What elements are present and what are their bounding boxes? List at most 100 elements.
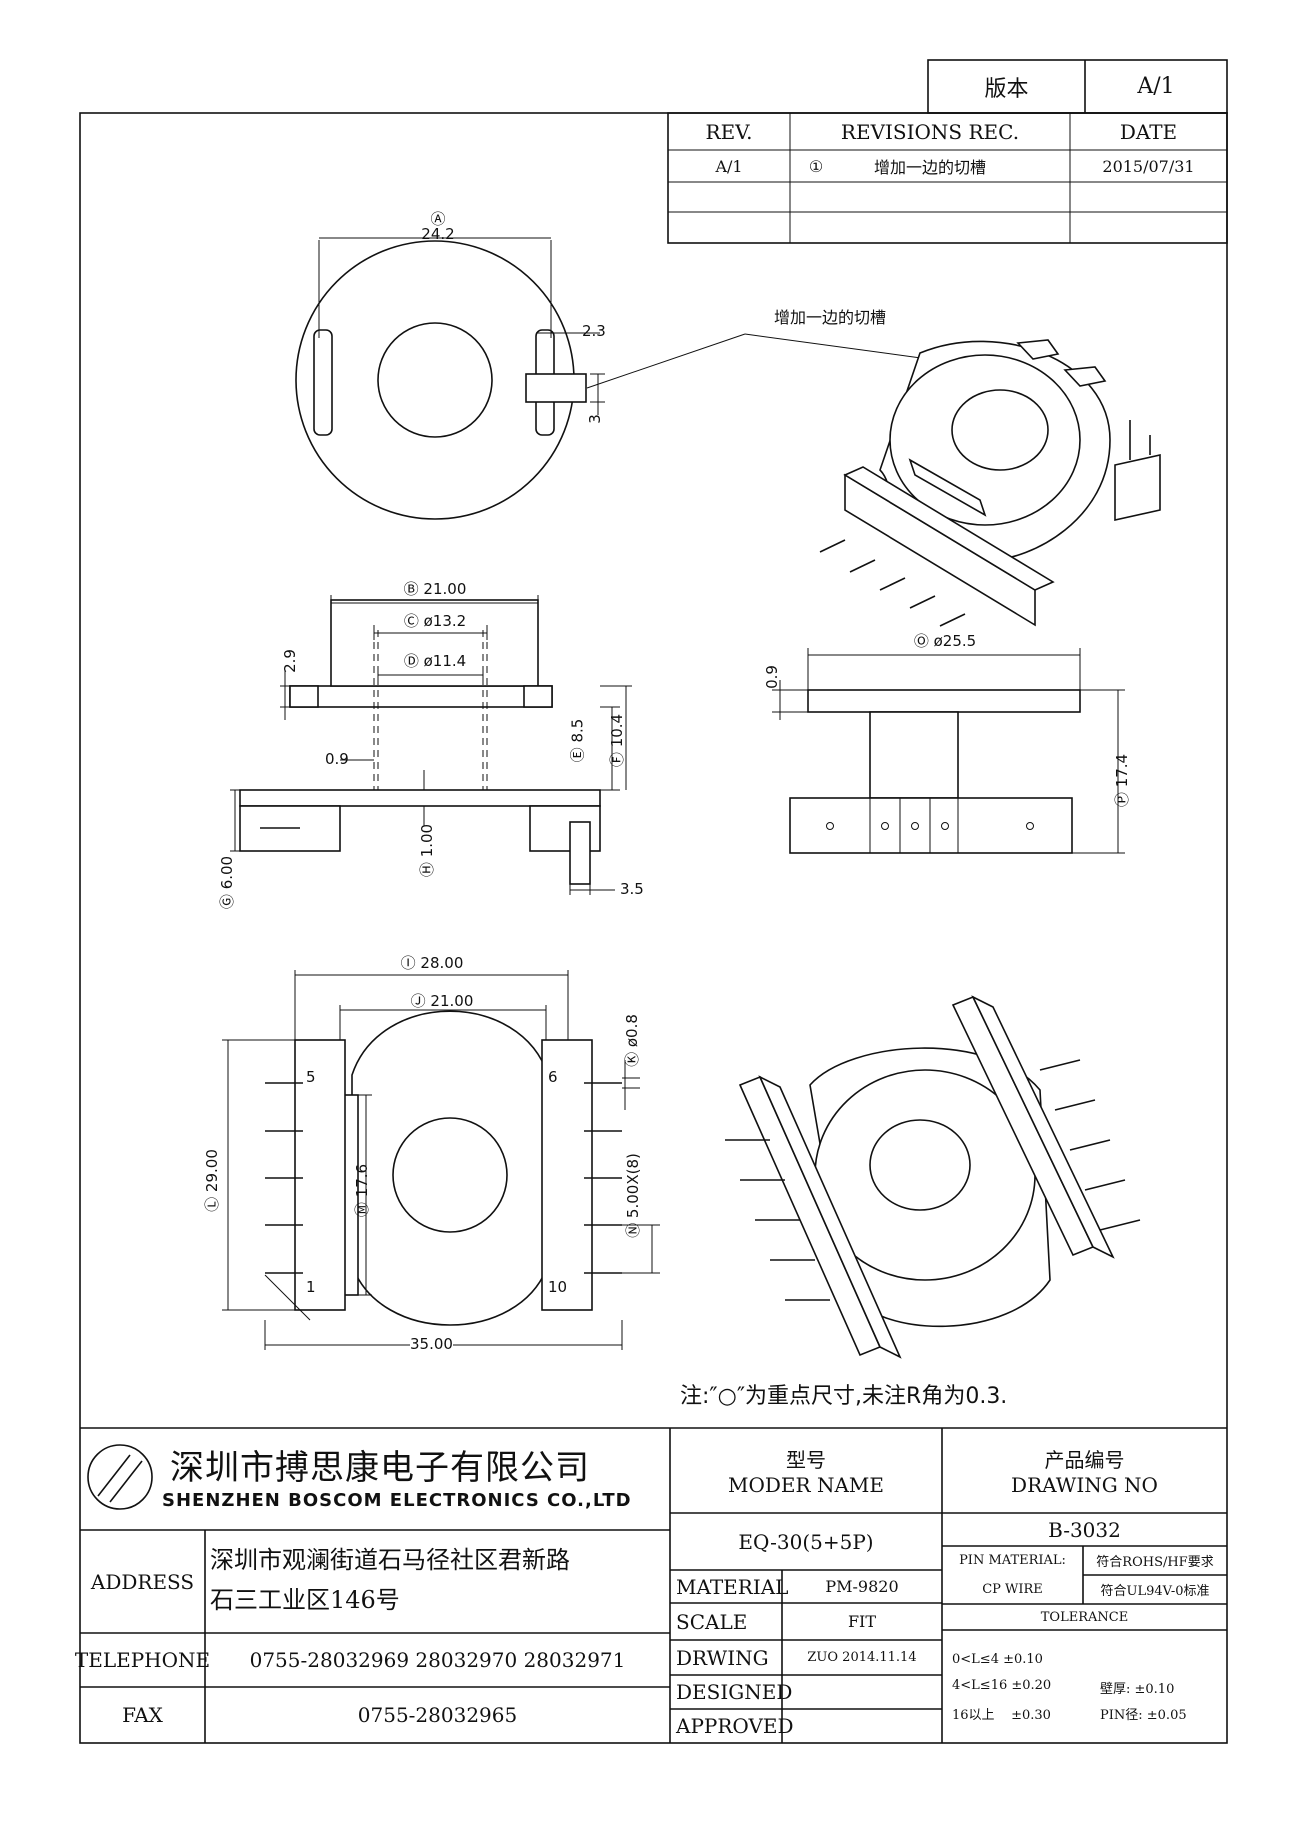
dim-c-mark: Ⓒ (403, 612, 419, 630)
dim-e-value: 8.5 (568, 718, 587, 743)
cp-wire-label: CP WIRE (982, 1582, 1043, 1597)
pin-10-label: 10 (548, 1278, 568, 1296)
dim-d: Ⓓ ø11.4 (385, 650, 485, 671)
drawing-label-en: DRAWING NO (1011, 1473, 1158, 1497)
top-view (295, 237, 605, 520)
dim-f-mark: Ⓕ (608, 752, 627, 768)
cp-wire-value: 符合UL94V-0标准 (1100, 1584, 1210, 1599)
dim-3-5: 3.5 (620, 880, 644, 898)
dim-m-mark: Ⓜ (353, 1202, 372, 1218)
telephone-value: 0755-28032969 28032970 28032971 (249, 1648, 626, 1672)
dim-l-value: 29.00 (202, 1149, 221, 1193)
scale-value: FIT (847, 1612, 877, 1631)
dim-h-value: 1.00 (418, 823, 437, 858)
rev-cell: A/1 (715, 156, 743, 176)
fax-value: 0755-28032965 (357, 1703, 518, 1727)
dim-i: Ⓘ 28.00 (382, 952, 482, 973)
dim-j-value: 21.00 (430, 992, 474, 1010)
side-view (772, 648, 1125, 854)
dim-b-value: 21.00 (423, 580, 467, 598)
drawing-label-cn: 产品编号 (1044, 1448, 1125, 1472)
model-label: 型号 MODER NAME (670, 1428, 942, 1513)
dim-b-mark: Ⓑ (403, 580, 419, 598)
version-value: A/1 (1137, 74, 1175, 99)
address-value: 深圳市观澜街道石马径社区君新路 石三工业区146号 (210, 1540, 665, 1620)
drawing-number: B-3032 (1048, 1517, 1121, 1542)
pin-material-value: 符合ROHS/HF要求 (1096, 1555, 1214, 1570)
dim-i-value: 28.00 (420, 954, 464, 972)
dim-b: Ⓑ 21.00 (385, 578, 485, 599)
telephone-label: TELEPHONE (74, 1648, 211, 1672)
dim-j-mark: Ⓙ (410, 992, 426, 1010)
dim-35: 35.00 (410, 1335, 453, 1353)
dim-e-mark: Ⓔ (568, 747, 587, 763)
dim-e: Ⓔ 8.5 (566, 719, 587, 763)
rev-mark: ① (808, 156, 824, 176)
dim-n: Ⓝ 5.00X(8) (622, 1153, 643, 1238)
dim-g-mark: Ⓖ (218, 894, 237, 910)
dim-n-mark: Ⓝ (623, 1222, 642, 1238)
company-logo (87, 1444, 153, 1510)
dim-slot-width: 2.3 (582, 322, 606, 340)
dim-k-mark: Ⓚ (622, 1051, 641, 1067)
model-label-cn: 型号 (786, 1448, 826, 1472)
pin-1-label: 1 (306, 1278, 316, 1296)
pin-material-label: PIN MATERIAL: (959, 1553, 1066, 1568)
dim-0-9b: 0.9 (762, 665, 781, 689)
scale-label: SCALE (676, 1609, 748, 1634)
revisions-header: REVISIONS REC. (840, 119, 1020, 144)
company-name-en: SHENZHEN BOSCOM ELECTRONICS CO.,LTD (162, 1490, 632, 1511)
rev-date: 2015/07/31 (1102, 156, 1195, 176)
dim-d-value: ø11.4 (423, 652, 467, 670)
drawing-by-label: DRWING (676, 1645, 769, 1670)
callout-note: 增加一边的切槽 (773, 308, 886, 327)
version-label: 版本 (984, 76, 1029, 102)
dim-k-value: ø0.8 (622, 1014, 641, 1048)
dim-o-mark: Ⓞ (913, 632, 929, 650)
dim-m-value: 17.6 (353, 1163, 372, 1198)
dim-l: Ⓛ 29.00 (201, 1149, 222, 1212)
dim-0-9: 0.9 (325, 750, 349, 768)
dim-g: Ⓖ 6.00 (216, 856, 237, 909)
dim-p-mark: Ⓟ (1113, 792, 1132, 808)
dim-i-mark: Ⓘ (400, 954, 416, 972)
dim-j: Ⓙ 21.00 (392, 990, 492, 1011)
tolerance-label: TOLERANCE (1040, 1609, 1129, 1625)
dim-a-mark: Ⓐ (430, 210, 446, 228)
iso-view-lower (725, 995, 1141, 1359)
dim-d-mark: Ⓓ (403, 652, 419, 670)
model-value: EQ-30(5+5P) (738, 1529, 874, 1554)
dim-k: Ⓚ ø0.8 (621, 1014, 642, 1067)
dim-o-value: ø25.5 (933, 632, 977, 650)
pin-6-label: 6 (548, 1068, 558, 1086)
drawing-note: 注:″○″为重点尺寸,未注R角为0.3. (680, 1384, 1008, 1409)
dim-a: Ⓐ 24.2 (388, 208, 488, 244)
pin-5-label: 5 (306, 1068, 316, 1086)
drawing-by-value: ZUO 2014.11.14 (807, 1650, 917, 1665)
approved-label: APPROVED (676, 1714, 794, 1738)
model-label-en: MODER NAME (728, 1473, 884, 1497)
material-value: PM-9820 (825, 1577, 899, 1596)
tolerance-1: 0<L≤4 ±0.10 (952, 1652, 1043, 1667)
rev-header: REV. (705, 119, 753, 144)
drawing-frame (79, 112, 1228, 1744)
dim-o: Ⓞ ø25.5 (895, 630, 995, 651)
dim-p-value: 17.4 (1113, 753, 1132, 788)
address-line-1: 深圳市观澜街道石马径社区君新路 (210, 1546, 570, 1574)
dim-h-mark: Ⓗ (418, 862, 437, 878)
bottom-view (222, 970, 660, 1350)
address-line-2: 石三工业区146号 (210, 1586, 400, 1614)
dim-c: Ⓒ ø13.2 (385, 610, 485, 631)
dim-l-mark: Ⓛ (202, 1196, 221, 1212)
iso-view-upper (819, 339, 1161, 627)
dim-h: Ⓗ 1.00 (416, 824, 437, 877)
pin-dia-tolerance: PIN径: ±0.05 (1100, 1708, 1187, 1723)
dim-n-value: 5.00X(8) (623, 1153, 642, 1219)
dim-p: Ⓟ 17.4 (1111, 754, 1132, 807)
dim-f-value: 10.4 (608, 713, 627, 748)
rev-record: 增加一边的切槽 (873, 158, 986, 177)
dim-slot-height: 3 (585, 414, 604, 424)
revision-table-frame (667, 112, 1228, 244)
company-name-cn: 深圳市搏思康电子有限公司 (170, 1448, 590, 1488)
